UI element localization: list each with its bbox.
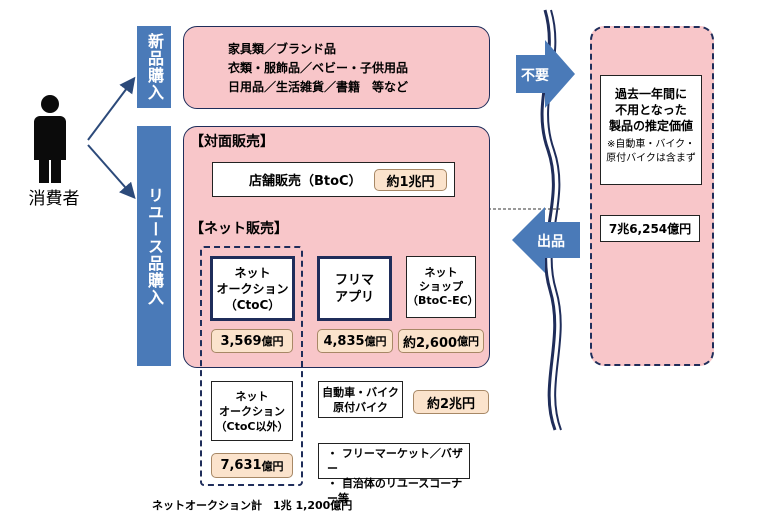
estimate-box: 過去一年間に 不用となった 製品の推定価値 ※自動車・バイク・ 原付バイクは含ま…	[600, 75, 702, 185]
store-sales-label: 店舗販売（BtoC）	[249, 174, 362, 189]
new-purchase-label: 新品購入	[137, 26, 171, 108]
new-purchase-box: 家具類／ブランド品 衣類・服飾品／ベビー・子供用品 日用品／生活雑貨／書籍 等な…	[183, 26, 490, 109]
net-shop-box: ネット ショップ （BtoC-EC）	[406, 256, 479, 318]
flea-app-box: フリマ アプリ	[317, 256, 392, 321]
estimate-value: 7兆6,254億円	[600, 215, 700, 242]
arrow-to-new	[87, 76, 136, 141]
new-purchase-items: 家具類／ブランド品 衣類・服飾品／ベビー・子供用品 日用品／生活雑貨／書籍 等な…	[228, 40, 408, 97]
auction-other-unit: 億円	[261, 459, 284, 473]
item-clothing: 衣類・服飾品／ベビー・子供用品	[228, 61, 409, 75]
arrow-listing-label: 出品	[537, 234, 565, 250]
auction-ctoc-number: 3,569	[220, 333, 262, 349]
arrow-unneeded-label: 不要	[521, 68, 549, 84]
face-to-face-title: 【対面販売】	[190, 134, 274, 150]
flea-market-note: ・ フリーマーケット／バザー ・ 自治体のリユースコーナー等	[318, 443, 470, 505]
item-daily: 日用品／生活雑貨／書籍 等など	[228, 80, 409, 94]
estimate-text: 過去一年間に 不用となった 製品の推定価値	[608, 87, 693, 133]
auction-total: ネットオークション計 1兆 1,200億円	[152, 499, 353, 512]
arrow-listing	[512, 207, 580, 273]
auction-other-box: ネット オークション （CtoC以外）	[211, 381, 293, 441]
auction-ctoc-box: ネット オークション （CtoC）	[210, 256, 295, 321]
store-sales-value: 約1兆円	[374, 169, 447, 191]
reuse-purchase-label: リユース品購入	[137, 126, 171, 366]
vehicles-box: 自動車・バイク 原付バイク	[318, 381, 403, 418]
flea-app-number: 4,835	[323, 333, 365, 349]
consumer-label: 消費者	[28, 189, 80, 209]
net-shop-number: 約2,600	[402, 335, 458, 351]
estimate-note: ※自動車・バイク・ 原付バイクは含まず	[606, 139, 696, 164]
flea-app-unit: 億円	[364, 335, 387, 348]
net-sales-title: 【ネット販売】	[190, 221, 288, 237]
vehicles-value: 約2兆円	[413, 390, 489, 414]
arrow-to-reuse	[87, 144, 136, 199]
item-furniture: 家具類／ブランド品	[228, 42, 337, 56]
auction-group	[200, 246, 303, 486]
auction-other-number: 7,631	[220, 458, 262, 473]
auction-ctoc-unit: 億円	[261, 335, 284, 348]
net-shop-unit: 億円	[457, 335, 480, 348]
arrow-unneeded	[516, 40, 575, 108]
person-icon	[30, 95, 70, 185]
